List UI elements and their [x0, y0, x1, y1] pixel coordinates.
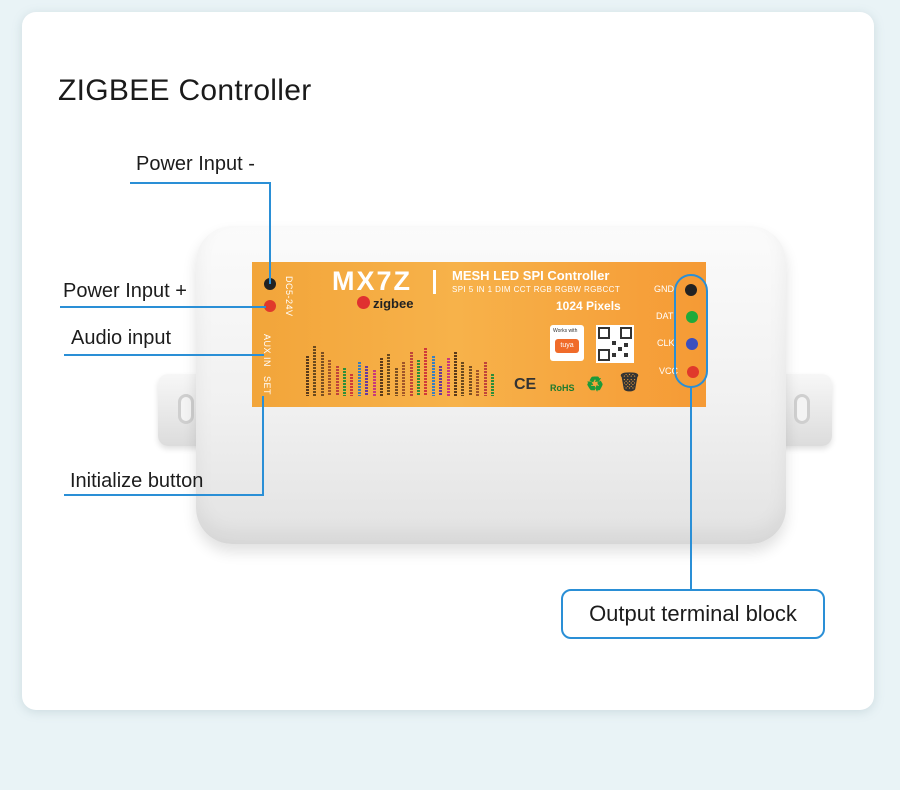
leader-output — [690, 386, 692, 590]
power-minus-terminal — [264, 278, 276, 290]
spectrum-bar — [350, 374, 354, 396]
spectrum-bar — [402, 362, 406, 396]
power-plus-terminal — [264, 300, 276, 312]
ce-mark: CE — [514, 376, 537, 393]
voltage-label: DC5-24V — [284, 276, 294, 317]
spectrum-bar — [320, 352, 324, 396]
spectrum-bar — [461, 362, 465, 396]
spectrum-bar — [372, 370, 376, 396]
leader-power-minus-h — [130, 182, 271, 184]
recycle-icon: ♻ — [586, 374, 604, 396]
spectrum-bar — [306, 356, 309, 396]
spectrum-bar — [476, 370, 480, 396]
page-title: ZIGBEE Controller — [58, 74, 312, 107]
spectrum-bar — [365, 366, 369, 396]
spectrum-bar — [313, 346, 317, 396]
spectrum-bar — [409, 352, 413, 396]
aux-in-label: AUX IN — [262, 334, 272, 368]
mount-hole-left — [178, 394, 194, 424]
spectrum-bar — [431, 356, 435, 396]
terminal-clk — [686, 338, 698, 350]
qr-code-icon — [596, 325, 634, 363]
leader-audio — [64, 354, 264, 356]
spectrum-bar — [387, 354, 391, 396]
spectrum-bar — [328, 360, 332, 396]
spectrum-bar — [446, 358, 450, 396]
mount-hole-right — [794, 394, 810, 424]
terminal-dat-label: DAT — [656, 311, 674, 321]
label-divider — [433, 270, 436, 294]
spectrum-bar — [483, 362, 487, 396]
terminal-dat — [686, 311, 698, 323]
pixels-text: 1024 Pixels — [556, 299, 621, 313]
spectrum-bar — [343, 368, 346, 396]
callout-power-plus: Power Input + — [63, 280, 187, 302]
tuya-text: tuya — [560, 342, 574, 349]
terminal-clk-label: CLK — [657, 338, 675, 348]
spectrum-bar — [439, 366, 443, 396]
spectrum-bar — [491, 374, 494, 396]
terminal-highlight — [674, 274, 708, 388]
spectrum-bar — [417, 360, 420, 396]
leader-power-plus — [60, 306, 266, 308]
spectrum-bar — [394, 368, 398, 396]
spectrum-bar — [424, 348, 428, 396]
spectrum-bar — [335, 366, 339, 396]
spectrum-bar — [468, 366, 472, 396]
callout-power-minus: Power Input - — [136, 153, 255, 175]
set-label: SET — [262, 376, 272, 396]
zigbee-brand: zigbee — [373, 296, 414, 311]
callout-init: Initialize button — [70, 470, 204, 492]
leader-init-v — [262, 396, 264, 496]
terminal-gnd-label: GND — [654, 284, 674, 294]
rohs-mark: RoHS — [550, 383, 575, 393]
tuya-works-with: Works with — [553, 328, 578, 334]
spectrum-bar — [454, 352, 457, 396]
spectrum-bar — [380, 358, 383, 396]
tuya-badge: Works with tuya — [550, 325, 584, 361]
callout-audio: Audio input — [71, 327, 172, 349]
modes-text: SPI 5 IN 1 DIM CCT RGB RGBW RGBCCT — [452, 285, 621, 294]
weee-bin-icon: 🗑 — [618, 372, 641, 392]
leader-power-minus-v — [269, 182, 271, 284]
tuya-logo-icon: tuya — [555, 339, 579, 353]
terminal-vcc-label: VCC — [659, 366, 679, 376]
spectrum-bar — [357, 362, 361, 396]
zigbee-logo-icon — [357, 296, 370, 309]
callout-output: Output terminal block — [561, 589, 825, 639]
model-name: MX7Z — [332, 266, 413, 296]
leader-init-h — [64, 494, 264, 496]
product-line: MESH LED SPI Controller — [452, 268, 610, 283]
